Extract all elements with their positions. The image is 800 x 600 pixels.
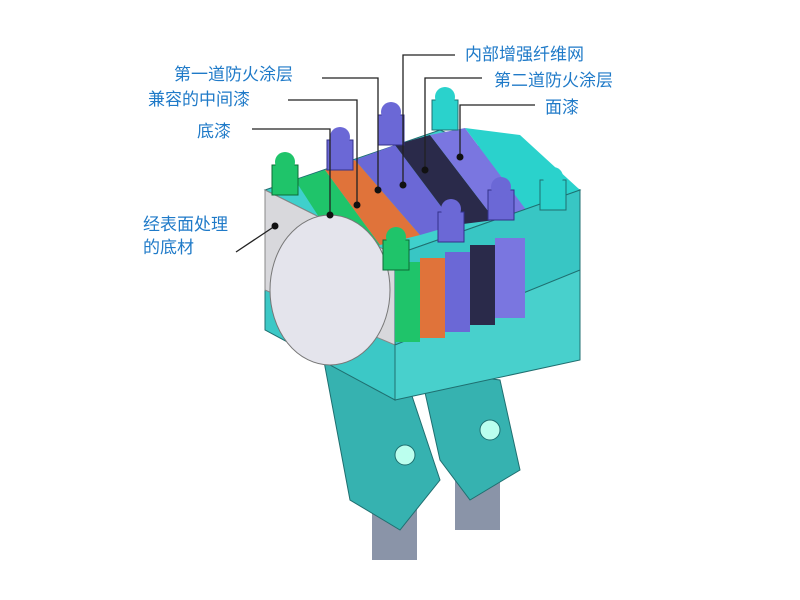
band-mesh [395, 135, 495, 225]
leader-dots [271, 153, 464, 230]
label-second-fire-coat: 第二道防火涂层 [494, 71, 613, 91]
label-substrate-line2: 的底材 [143, 238, 194, 258]
label-primer: 底漆 [197, 122, 231, 142]
band-first-fire [355, 145, 455, 235]
label-first-fire-coat: 第一道防火涂层 [174, 65, 293, 85]
label-intermediate-paint: 兼容的中间漆 [148, 90, 250, 110]
band-intermediate [325, 160, 420, 245]
label-topcoat: 面漆 [545, 98, 579, 118]
bolts [271, 87, 567, 271]
label-fiber-mesh: 内部增强纤维网 [465, 45, 584, 65]
pipe-bore [269, 214, 391, 366]
clamp-legs [319, 339, 521, 560]
label-substrate-line1: 经表面处理 [143, 215, 228, 235]
leader-lines [235, 54, 535, 253]
